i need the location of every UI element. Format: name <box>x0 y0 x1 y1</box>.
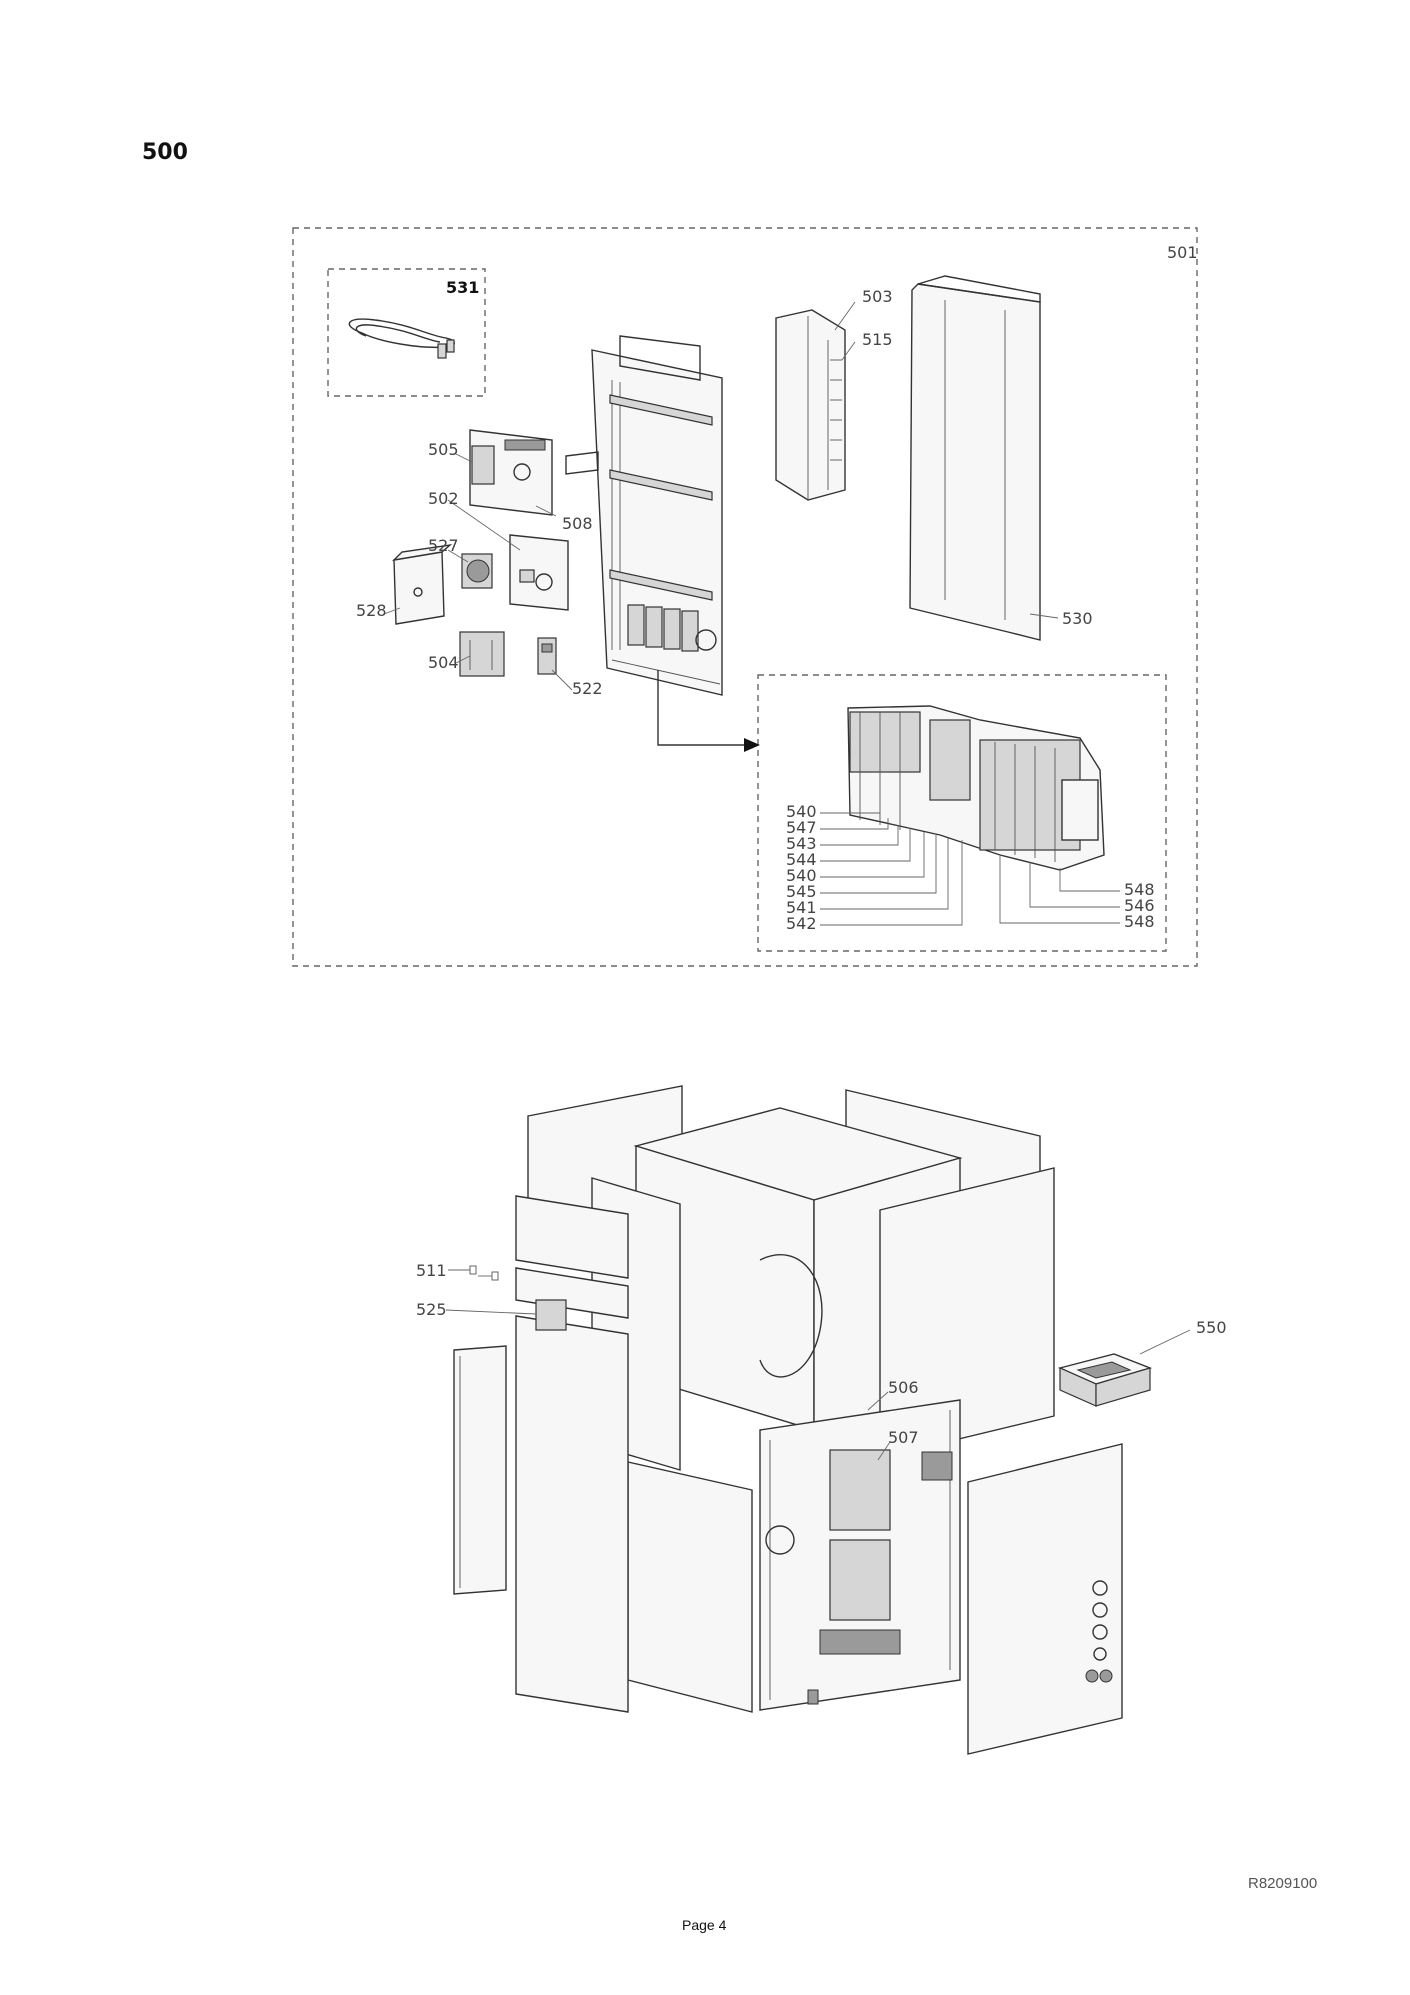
callout-548-a: 548 <box>1124 880 1155 899</box>
transformer <box>459 631 505 677</box>
heat-pump-unit <box>453 1085 1123 1755</box>
callout-541: 541 <box>786 898 817 917</box>
terminal-leaders <box>820 812 1120 926</box>
callout-504: 504 <box>428 653 459 672</box>
callout-515: 515 <box>862 330 893 349</box>
terminal-row <box>847 705 1105 871</box>
callout-508: 508 <box>562 514 593 533</box>
callout-506: 506 <box>888 1378 919 1397</box>
callout-540-a: 540 <box>786 802 817 821</box>
detail-frame <box>292 227 1198 967</box>
mounting-panel <box>591 335 723 696</box>
callout-543: 543 <box>786 834 817 853</box>
relay-board <box>509 534 569 611</box>
terminal-callouts-left: 540 547 543 544 540 545 541 542 <box>786 804 817 932</box>
terminal-inset-frame <box>757 674 1167 952</box>
top-leaders <box>383 301 1059 691</box>
cable-inset-frame <box>327 268 486 397</box>
cover-box <box>391 543 453 625</box>
callout-542: 542 <box>786 914 817 933</box>
cable-icon <box>348 318 455 359</box>
callout-528: 528 <box>356 601 387 620</box>
control-board <box>469 429 553 516</box>
terminal-block-503 <box>775 309 846 501</box>
callout-525: 525 <box>416 1300 447 1319</box>
detail-arrow <box>657 670 748 746</box>
callout-545: 545 <box>786 882 817 901</box>
callout-548-b: 548 <box>1124 912 1155 931</box>
callout-507: 507 <box>888 1428 919 1447</box>
terminal-callouts-right: 548 546 548 <box>1124 882 1155 930</box>
callout-546: 546 <box>1124 896 1155 915</box>
callout-511: 511 <box>416 1261 447 1280</box>
callout-527: 527 <box>428 536 459 555</box>
callout-540-b: 540 <box>786 866 817 885</box>
cover-channel-530 <box>909 275 1041 641</box>
callout-501: 501 <box>1167 243 1198 262</box>
callout-530: 530 <box>1062 609 1093 628</box>
callout-503: 503 <box>862 287 893 306</box>
drawing-reference: R8209100 <box>1248 1875 1318 1892</box>
callout-550: 550 <box>1196 1318 1227 1337</box>
callout-544: 544 <box>786 850 817 869</box>
filter-box-550 <box>1057 1353 1153 1407</box>
section-title: 500 <box>142 140 188 165</box>
callout-531: 531 <box>446 278 480 297</box>
callout-547: 547 <box>786 818 817 837</box>
callout-502: 502 <box>428 489 459 508</box>
callout-522: 522 <box>572 679 603 698</box>
contactor <box>461 553 493 589</box>
callout-505: 505 <box>428 440 459 459</box>
page-number: Page 4 <box>682 1917 727 1933</box>
arrow-head <box>744 738 760 752</box>
bottom-leaders <box>445 1265 1191 1461</box>
breaker <box>537 637 557 675</box>
